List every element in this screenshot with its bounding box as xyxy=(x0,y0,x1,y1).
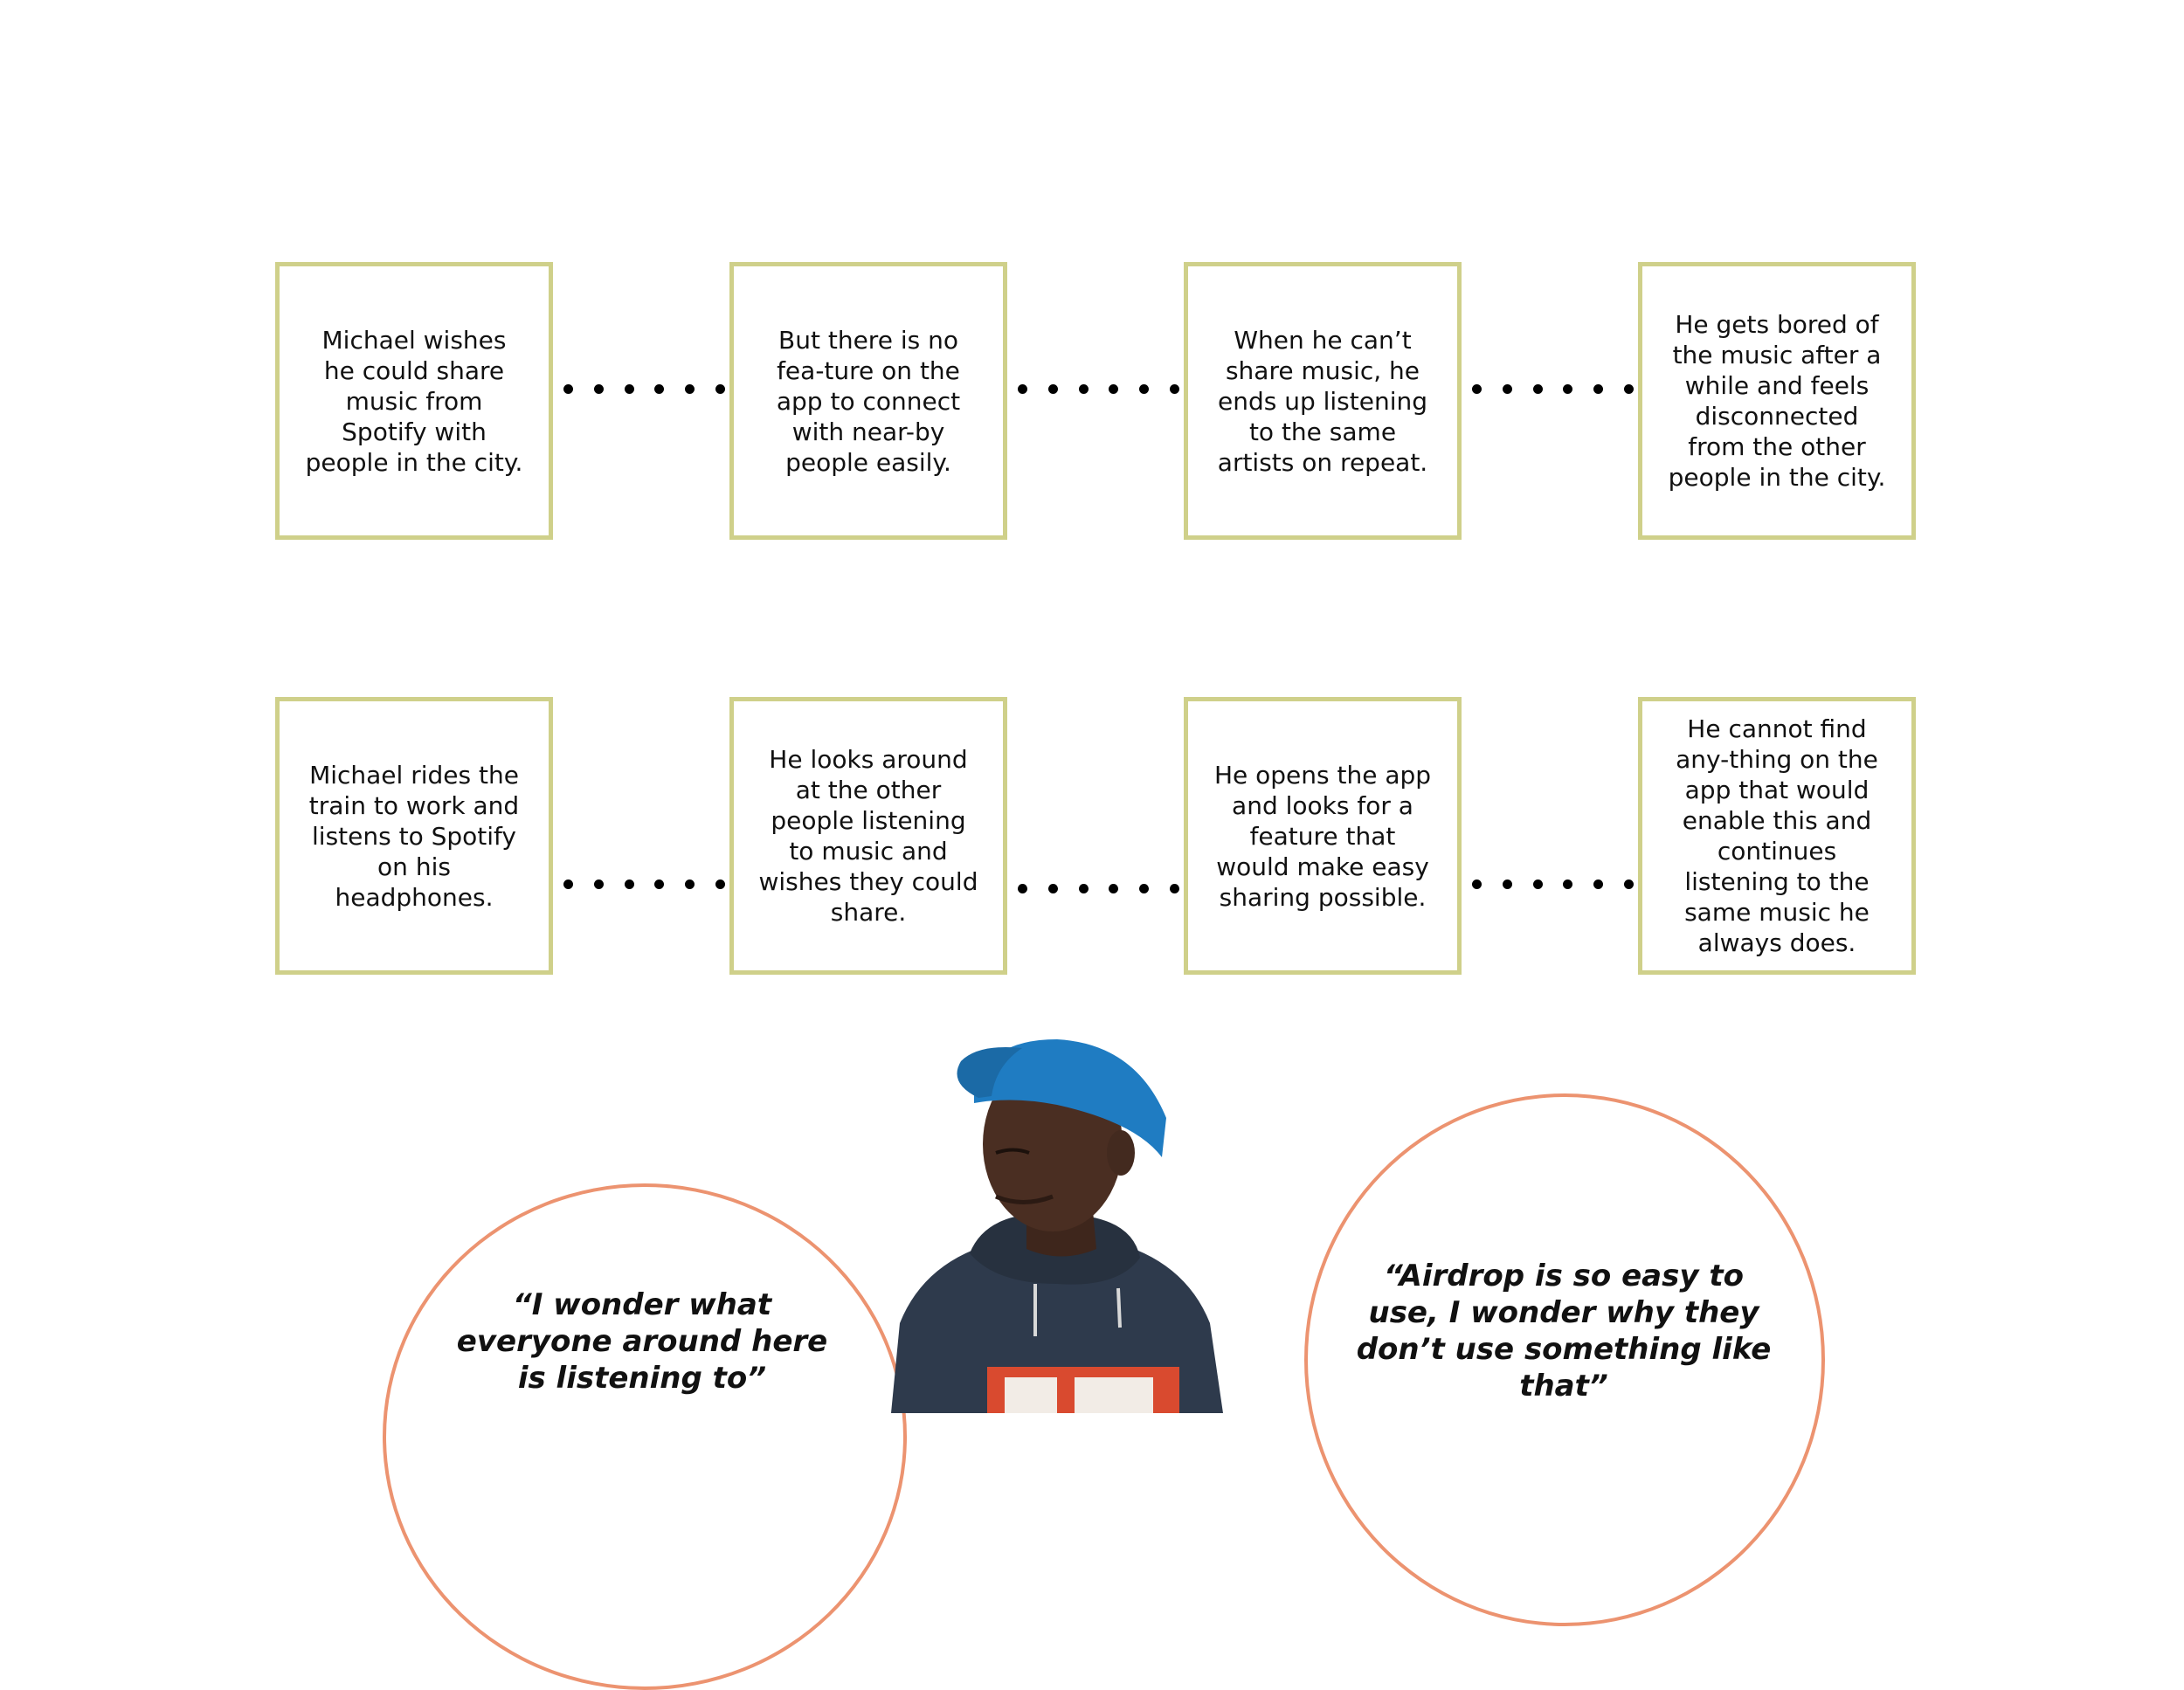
story-card: When he can’t share music, he ends up li… xyxy=(1184,262,1462,540)
story-card: But there is no fea-ture on the app to c… xyxy=(729,262,1007,540)
story-card-text: Michael wishes he could share music from… xyxy=(305,325,523,477)
connector-dots xyxy=(1472,875,1634,893)
connector-dots xyxy=(1018,380,1179,397)
connector-dots xyxy=(1472,380,1634,397)
story-card-text: When he can’t share music, he ends up li… xyxy=(1217,325,1428,477)
person-illustration xyxy=(891,1039,1223,1413)
connector-dots xyxy=(563,380,725,397)
story-card: Michael rides the train to work and list… xyxy=(275,697,553,975)
story-card: He cannot find any-thing on the app that… xyxy=(1638,697,1916,975)
cap-brim xyxy=(957,1047,1022,1098)
story-card-text: He gets bored of the music after a while… xyxy=(1668,310,1886,492)
story-card: He looks around at the other people list… xyxy=(729,697,1007,975)
story-card: He opens the app and looks for a feature… xyxy=(1184,697,1462,975)
story-card-text: He cannot find any-thing on the app that… xyxy=(1676,714,1878,957)
connector-dots xyxy=(1018,879,1179,897)
story-card: Michael wishes he could share music from… xyxy=(275,262,553,540)
quote-right: “Airdrop is so easy to use, I wonder why… xyxy=(1356,1259,1772,1404)
quote-left: “I wonder what everyone around here is l… xyxy=(456,1287,828,1396)
connector-dots xyxy=(563,875,725,893)
story-card-text: He opens the app and looks for a feature… xyxy=(1213,760,1432,912)
story-card: He gets bored of the music after a while… xyxy=(1638,262,1916,540)
story-card-text: Michael rides the train to work and list… xyxy=(308,760,520,912)
story-card-text: But there is no fea-ture on the app to c… xyxy=(776,325,961,477)
cap-shape xyxy=(974,1039,1166,1157)
story-card-text: He looks around at the other people list… xyxy=(758,745,978,927)
thought-bubble-left xyxy=(383,1183,907,1690)
